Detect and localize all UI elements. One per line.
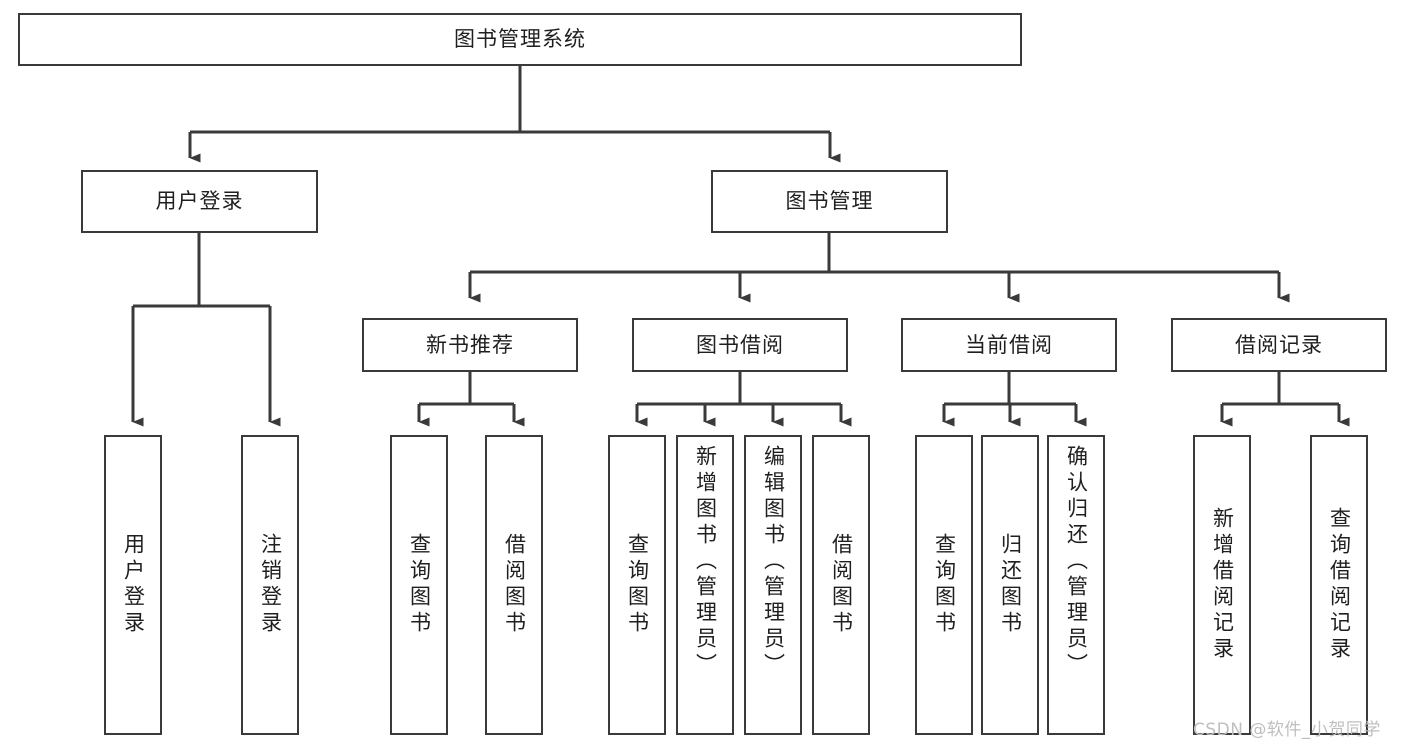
node-user-login[interactable]: 用户登录 — [81, 170, 318, 233]
leaf-label-user-login: 用户登录 — [121, 533, 146, 637]
leaf-return-book[interactable]: 归还图书 — [981, 435, 1039, 735]
watermark-credit: CSDN @软件_小贺同学 — [1193, 720, 1381, 740]
leaf-label-borrow-book-1: 借阅图书 — [502, 533, 527, 637]
leaf-label-user-logout: 注销登录 — [258, 533, 283, 637]
leaf-label-query-book-3: 查询图书 — [932, 533, 957, 637]
leaf-label-query-borrow-record: 查询借阅记录 — [1327, 507, 1352, 663]
node-label-new-book-recommend: 新书推荐 — [426, 332, 514, 357]
leaf-borrow-book-1[interactable]: 借阅图书 — [485, 435, 543, 735]
leaf-label-add-book: 新增图书（管理员） — [693, 445, 718, 679]
node-label-root: 图书管理系统 — [454, 27, 586, 51]
leaf-label-edit-book: 编辑图书（管理员） — [761, 445, 786, 679]
node-book-management[interactable]: 图书管理 — [711, 170, 948, 233]
leaf-label-query-book-1: 查询图书 — [407, 533, 432, 637]
leaf-add-borrow-record[interactable]: 新增借阅记录 — [1193, 435, 1251, 735]
leaf-label-query-book-2: 查询图书 — [625, 533, 650, 637]
node-label-current-borrow: 当前借阅 — [965, 332, 1053, 357]
node-label-borrow-record: 借阅记录 — [1235, 332, 1323, 357]
node-label-book-management: 图书管理 — [785, 189, 874, 213]
leaf-label-confirm-return: 确认归还（管理员） — [1064, 445, 1089, 679]
leaf-edit-book[interactable]: 编辑图书（管理员） — [744, 435, 802, 735]
leaf-user-login[interactable]: 用户登录 — [104, 435, 162, 735]
leaf-user-logout[interactable]: 注销登录 — [241, 435, 299, 735]
node-borrow-record[interactable]: 借阅记录 — [1171, 318, 1387, 372]
node-root-system[interactable]: 图书管理系统 — [18, 13, 1022, 66]
leaf-label-add-borrow-record: 新增借阅记录 — [1210, 507, 1235, 663]
leaf-query-borrow-record[interactable]: 查询借阅记录 — [1310, 435, 1368, 735]
leaf-label-borrow-book-2: 借阅图书 — [829, 533, 854, 637]
node-book-borrow[interactable]: 图书借阅 — [632, 318, 848, 372]
leaf-add-book[interactable]: 新增图书（管理员） — [676, 435, 734, 735]
leaf-borrow-book-2[interactable]: 借阅图书 — [812, 435, 870, 735]
leaf-label-return-book: 归还图书 — [998, 533, 1023, 637]
leaf-confirm-return[interactable]: 确认归还（管理员） — [1047, 435, 1105, 735]
leaf-query-book-2[interactable]: 查询图书 — [608, 435, 666, 735]
node-label-user-login: 用户登录 — [155, 189, 244, 213]
node-label-book-borrow: 图书借阅 — [696, 332, 784, 357]
leaf-query-book-1[interactable]: 查询图书 — [390, 435, 448, 735]
node-new-book-recommend[interactable]: 新书推荐 — [362, 318, 578, 372]
node-current-borrow[interactable]: 当前借阅 — [901, 318, 1117, 372]
leaf-query-book-3[interactable]: 查询图书 — [915, 435, 973, 735]
